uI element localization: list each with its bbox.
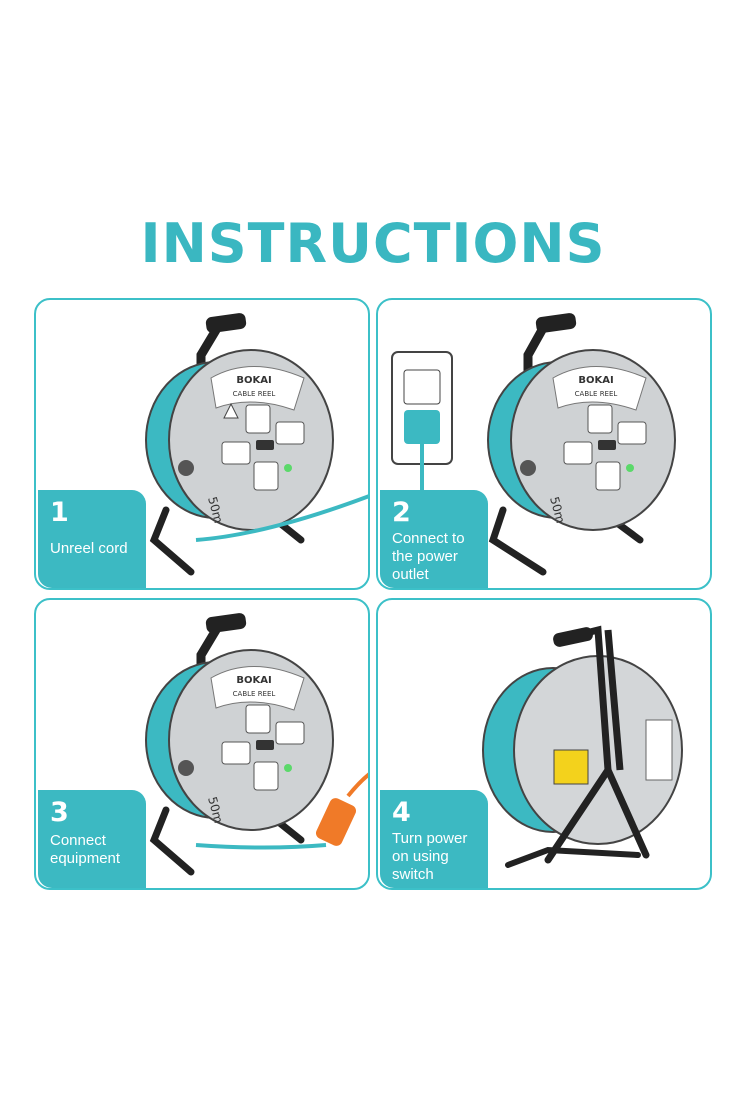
step-number: 2 (392, 497, 411, 528)
step-caption: Turn power (392, 830, 468, 847)
step-1-panel: BOKAI CABLE REEL 50m 1 Unreel cord (34, 298, 370, 590)
step-2-panel: BOKAI CABLE REEL 50m 2 Connect to the po… (376, 298, 712, 590)
step-caption: switch (392, 866, 434, 883)
length-label: 50m (205, 495, 226, 525)
step-caption: Connect (50, 832, 106, 849)
step-3-badge: 3 Connect equipment (38, 790, 146, 888)
step-number: 4 (392, 797, 411, 828)
step-caption: Connect to (392, 530, 465, 547)
step-4-badge: 4 Turn power on using switch (380, 790, 488, 888)
brand-label: BOKAI (236, 675, 271, 686)
step-number: 1 (50, 497, 69, 528)
model-label: CABLE REEL (575, 390, 618, 398)
step-3-panel: BOKAI CABLE REEL 50m 3 Connect equipment (34, 598, 370, 890)
wall-outlet-illustration: BOKAI CABLE REEL 50m (391, 313, 676, 576)
switch-icon (553, 749, 589, 785)
model-label: CABLE REEL (233, 690, 276, 698)
brand-label: BOKAI (236, 375, 271, 386)
step-caption: on using (392, 848, 449, 865)
step-caption: equipment (50, 850, 121, 867)
length-label: 50m (547, 495, 568, 525)
step-caption: the power (392, 548, 458, 565)
step-caption: Unreel cord (50, 540, 128, 557)
cable-reel-back-illustration (482, 625, 683, 868)
orange-plug (315, 798, 357, 846)
step-2-badge: 2 Connect to the power outlet (380, 490, 488, 588)
step-number: 3 (50, 797, 69, 828)
step-4-panel: 4 Turn power on using switch (376, 598, 712, 890)
step-1-badge: 1 Unreel cord (38, 490, 146, 588)
brand-label: BOKAI (578, 375, 613, 386)
cable-reel-illustration: BOKAI CABLE REEL 50m (145, 313, 368, 576)
length-label: 50m (205, 795, 226, 825)
cable-reel-illustration: BOKAI CABLE REEL 50m (145, 613, 368, 876)
step-caption: outlet (392, 566, 429, 583)
model-label: CABLE REEL (233, 390, 276, 398)
page-title: INSTRUCTIONS (140, 212, 606, 275)
